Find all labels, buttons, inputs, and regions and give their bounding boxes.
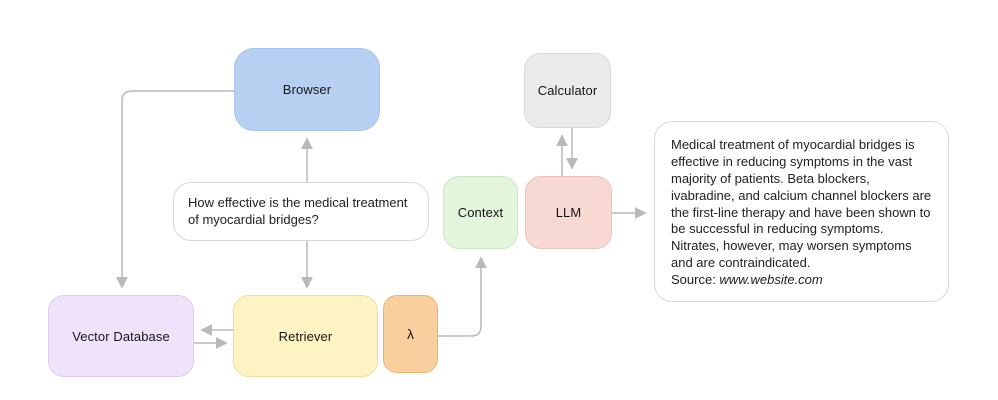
llm-answer-text: Medical treatment of myocardial bridges … xyxy=(671,137,932,271)
answer-source-url: www.website.com xyxy=(719,272,823,288)
user-question-bubble: How effective is the medical treatment o… xyxy=(173,182,429,241)
connector-browser-to-vector-database xyxy=(116,90,234,289)
node-context-label: Context xyxy=(457,205,504,220)
node-llm-label: LLM xyxy=(555,205,582,220)
node-vector-database: Vector Database xyxy=(48,295,194,377)
node-lambda: λ xyxy=(383,295,438,373)
node-context: Context xyxy=(443,176,518,249)
node-llm: LLM xyxy=(525,176,612,249)
node-lambda-label: λ xyxy=(406,326,415,342)
node-browser-label: Browser xyxy=(282,82,332,97)
node-retriever-label: Retriever xyxy=(278,328,333,344)
connector-lambda-to-context xyxy=(438,256,487,337)
answer-source-label: Source: xyxy=(671,272,720,288)
node-retriever: Retriever xyxy=(233,295,378,377)
node-browser: Browser xyxy=(234,48,380,131)
node-calculator: Calculator xyxy=(524,53,611,128)
node-vector-database-label: Vector Database xyxy=(72,328,170,344)
llm-answer-bubble: Medical treatment of myocardial bridges … xyxy=(654,121,949,302)
user-question-text: How effective is the medical treatment o… xyxy=(188,194,408,227)
node-calculator-label: Calculator xyxy=(537,83,598,98)
